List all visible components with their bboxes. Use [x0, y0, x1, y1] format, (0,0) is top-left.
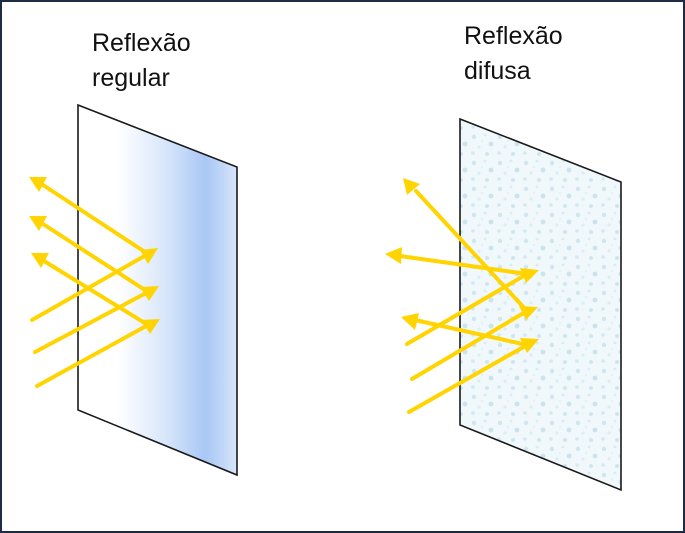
- diffuse-arrowheads: [385, 178, 539, 353]
- diffuse-reflection-title: Reflexão difusa: [464, 19, 563, 89]
- diffuse-title-line2: difusa: [464, 57, 531, 85]
- diffuse-incident-ray-3: [407, 343, 529, 414]
- arrowhead: [141, 319, 160, 334]
- regular-title-line2: regular: [92, 64, 170, 92]
- regular-arrowheads: [29, 177, 160, 334]
- arrowhead: [520, 268, 539, 283]
- diffuse-reflected-ray-2: [413, 318, 529, 347]
- smooth-mirror-surface: [77, 103, 238, 477]
- arrowhead: [29, 177, 47, 192]
- regular-reflection-title: Reflexão regular: [92, 26, 191, 96]
- arrowhead: [29, 216, 47, 231]
- arrowhead: [520, 338, 539, 353]
- regular-reflected-ray-1: [41, 183, 150, 256]
- diffuse-reflected-ray-3: [414, 189, 529, 313]
- regular-reflected-ray-2: [41, 222, 150, 294]
- diffuse-incident-ray-2: [410, 309, 529, 381]
- regular-incident-ray-2: [33, 290, 150, 354]
- regular-title-line1: Reflexão: [92, 29, 191, 57]
- arrowhead: [519, 306, 538, 320]
- regular-incident-ray-3: [35, 323, 150, 388]
- rough-diffuse-surface: [459, 117, 622, 492]
- diffuse-incident-ray-1: [405, 272, 529, 346]
- arrowhead: [31, 253, 49, 268]
- arrowhead: [385, 247, 402, 264]
- diffuse-title-line1: Reflexão: [464, 22, 563, 50]
- arrowhead: [140, 286, 159, 301]
- arrowhead: [401, 313, 419, 330]
- arrowhead: [403, 178, 420, 195]
- diffuse-reflected-ray-1: [398, 254, 529, 276]
- diffuse-reflection-rays: [398, 189, 529, 414]
- arrowhead: [140, 248, 158, 264]
- regular-reflected-ray-3: [42, 259, 150, 327]
- regular-reflection-rays: [30, 183, 150, 388]
